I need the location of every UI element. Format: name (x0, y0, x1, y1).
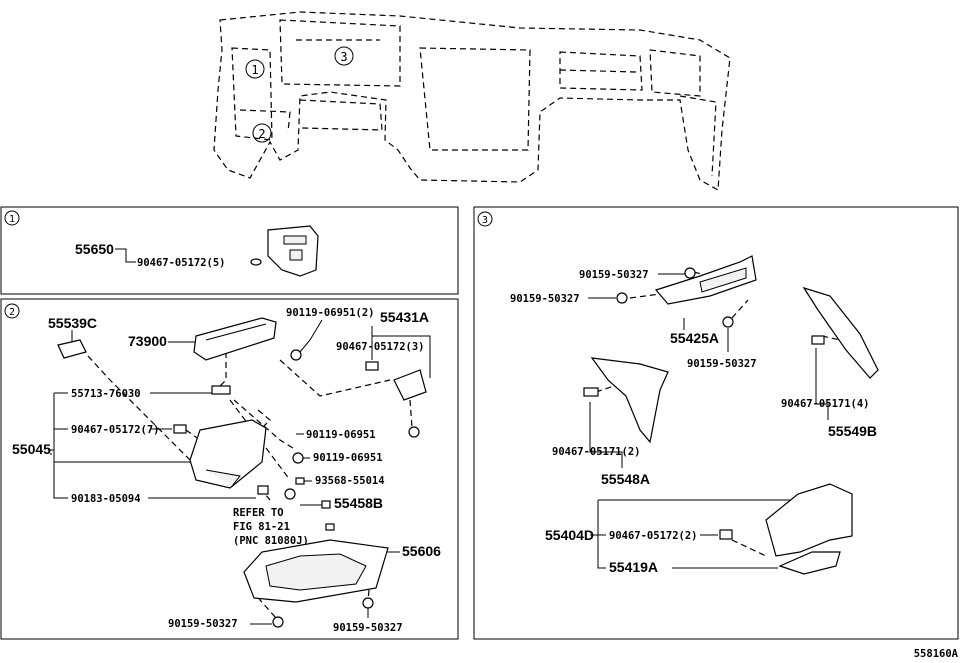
label-55431A: 55431A (380, 309, 429, 325)
panel-2: 2 55539C 73900 90119-06951(2) 55431A 904… (0, 298, 459, 640)
label-55404D: 55404D (545, 527, 594, 543)
refer-line-3: (PNC 81080J) (233, 535, 309, 547)
screw-90159-p3b (616, 292, 628, 304)
callout-circle-3 (334, 46, 354, 66)
panel-3-badge-label: 3 (482, 215, 488, 226)
screw-90159-p3c (722, 316, 734, 328)
label-90119-06951-2: 90119-06951(2) (286, 307, 375, 319)
label-55606: 55606 (402, 543, 441, 559)
panel-1: 1 55650 90467-05172(5) (0, 206, 459, 295)
screw-90119-2 (290, 349, 302, 361)
label-55419A: 55419A (609, 559, 658, 575)
label-55425A: 55425A (670, 330, 719, 346)
panel-2-badge (4, 303, 20, 319)
label-55045: 55045 (12, 441, 51, 457)
callout-circle-2 (252, 123, 272, 143)
refer-line-2: FIG 81-21 (233, 521, 290, 533)
label-90159-50327-p3c: 90159-50327 (687, 358, 757, 370)
label-90467-05172-2: 90467-05172(2) (609, 530, 698, 542)
label-55458B: 55458B (334, 495, 383, 511)
clip-refer (325, 523, 335, 531)
panel-3-frame (473, 206, 959, 640)
label-93568-55014: 93568-55014 (315, 475, 385, 487)
panel-2-frame (0, 298, 459, 640)
label-55539C: 55539C (48, 315, 97, 331)
clip-90467-05171-4 (811, 335, 825, 345)
refer-line-1: REFER TO (233, 507, 284, 519)
label-90159-50327-p3a: 90159-50327 (579, 269, 649, 281)
clip-90467-panel1 (250, 258, 262, 266)
callout-3-label: 3 (340, 50, 347, 64)
screw-90159-a (272, 616, 284, 628)
label-55549B: 55549B (828, 423, 877, 439)
label-55713-76030: 55713-76030 (71, 388, 141, 400)
part-55549B (802, 286, 879, 379)
clip-90467-3 (365, 361, 379, 371)
screw-90159-p3a (684, 267, 696, 279)
screw-90119-b (292, 452, 304, 464)
dashboard-assembly-illustration: 1 2 3 (213, 11, 731, 191)
label-90159-50327-a: 90159-50327 (168, 618, 238, 630)
callout-2-label: 2 (258, 127, 265, 141)
panel-1-badge-label: 1 (9, 214, 15, 225)
label-90467-05172-5: 90467-05172(5) (137, 257, 226, 269)
label-90119-06951-a: 90119-06951 (306, 429, 376, 441)
clip-93568 (295, 477, 305, 485)
label-90467-05172-3: 90467-05172(3) (336, 341, 425, 353)
panel-3: 3 90159-50327 90159-50327 55425A 90159-5… (473, 206, 959, 640)
screw-93568 (284, 488, 296, 500)
panel-1-badge (4, 210, 20, 226)
clip-90467-05171-2 (583, 387, 599, 397)
part-55419A (778, 551, 841, 575)
part-55548A (590, 357, 669, 444)
label-55548A: 55548A (601, 471, 650, 487)
callout-circle-1 (245, 59, 265, 79)
label-90183-05094: 90183-05094 (71, 493, 141, 505)
panel-1-frame (0, 206, 459, 295)
label-90467-05172-7: 90467-05172(7) (71, 424, 160, 436)
part-55713-76030 (211, 385, 231, 395)
part-55431A (393, 369, 427, 401)
screw-90159-b (362, 597, 374, 609)
label-73900: 73900 (128, 333, 167, 349)
clip-90467-7 (173, 424, 187, 434)
screw-90119-a (408, 426, 420, 438)
label-90119-06951-b: 90119-06951 (313, 452, 383, 464)
panel-2-badge-label: 2 (9, 307, 15, 318)
callout-1-label: 1 (251, 63, 258, 77)
label-90159-50327-b: 90159-50327 (333, 622, 403, 634)
diagram-code: 558160A (914, 648, 959, 660)
part-55539C (57, 339, 87, 359)
clip-55458B (321, 500, 331, 509)
clip-90467-05172-2 (719, 529, 733, 540)
part-73900 (193, 317, 277, 361)
label-90159-50327-p3b: 90159-50327 (510, 293, 580, 305)
panel-3-badge (477, 211, 493, 227)
label-55650: 55650 (75, 241, 114, 257)
clip-90183 (257, 485, 269, 495)
part-55404D (765, 483, 853, 557)
